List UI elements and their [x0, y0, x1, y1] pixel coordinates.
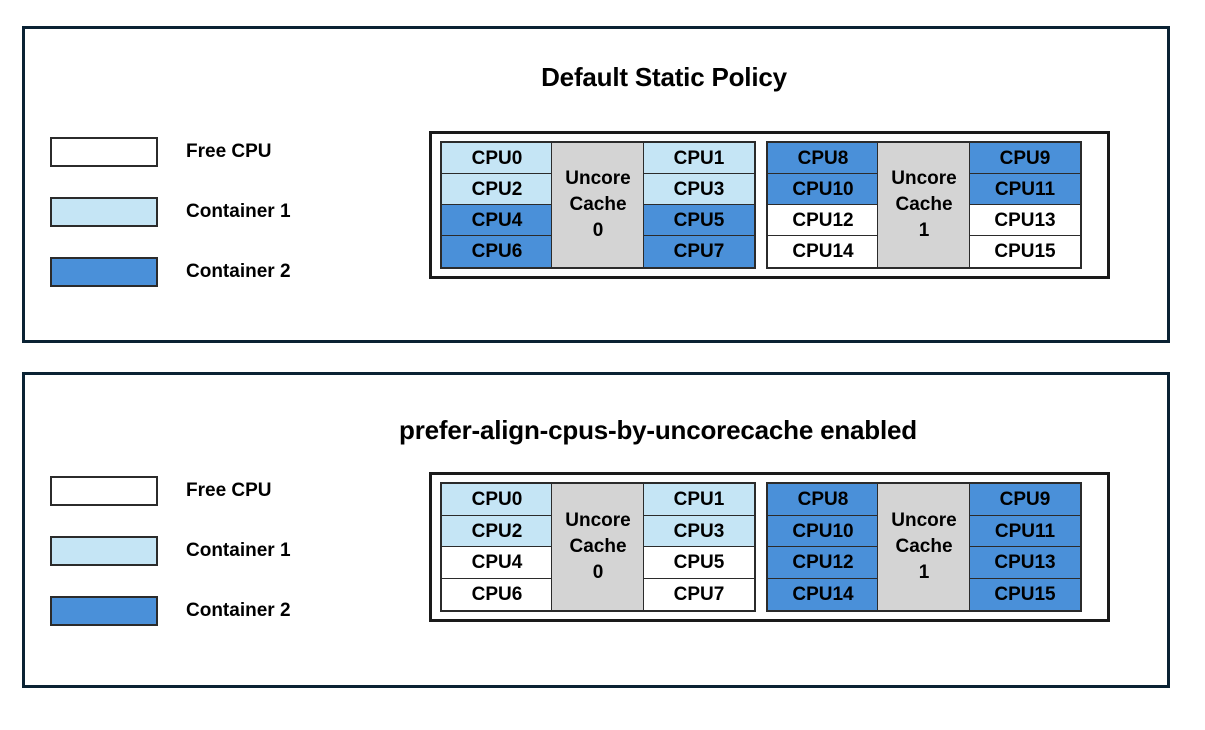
cpu-cell: CPU4 — [441, 546, 553, 580]
cpu-cell: CPU6 — [441, 235, 553, 268]
uncore-cache-group-0-top: CPU0 CPU2 CPU4 CPU6 Uncore Cache 0 CPU1 … — [440, 141, 756, 269]
cpu-cell: CPU3 — [643, 514, 755, 548]
legend-item-container-1: Container 1 — [50, 182, 291, 242]
uncore-cache-group-1-bottom: CPU8 CPU10 CPU12 CPU14 Uncore Cache 1 CP… — [766, 482, 1082, 612]
legend-swatch-container-1 — [50, 536, 158, 566]
legend-swatch-container-1 — [50, 197, 158, 227]
legend-top: Free CPU Container 1 Container 2 — [50, 122, 291, 302]
legend-item-free-cpu: Free CPU — [50, 122, 291, 182]
cpu-cell: CPU5 — [643, 546, 755, 580]
cpu-cell: CPU0 — [441, 142, 553, 175]
uncore-cache-label-line1: Uncore — [891, 167, 957, 189]
legend-label-container-1: Container 1 — [186, 540, 291, 561]
legend-swatch-free-cpu — [50, 476, 158, 506]
legend-item-container-1: Container 1 — [50, 521, 291, 581]
cpu-cell: CPU12 — [767, 546, 879, 580]
uncore-cache-group-1-top: CPU8 CPU10 CPU12 CPU14 Uncore Cache 1 CP… — [766, 141, 1082, 269]
page-title-top: Default Static Policy — [541, 62, 787, 92]
legend-label-free-cpu: Free CPU — [186, 480, 272, 501]
cpu-cell: CPU15 — [969, 577, 1081, 611]
legend-swatch-container-2 — [50, 596, 158, 626]
legend-swatch-container-2 — [50, 257, 158, 287]
legend-label-free-cpu: Free CPU — [186, 141, 272, 162]
uncore-cache-label-line2: Cache — [895, 193, 953, 215]
cpu-column-right: CPU9 CPU11 CPU13 CPU15 — [969, 142, 1081, 268]
cpu-cell: CPU15 — [969, 235, 1081, 268]
cpu-cell: CPU2 — [441, 514, 553, 548]
cpu-cell: CPU13 — [969, 546, 1081, 580]
cpu-cell: CPU12 — [767, 204, 879, 237]
cpu-cell: CPU7 — [643, 235, 755, 268]
cpu-column-left: CPU0 CPU2 CPU4 CPU6 — [441, 142, 553, 268]
uncore-cache-label-line1: Uncore — [565, 167, 631, 189]
cpu-cell: CPU0 — [441, 483, 553, 517]
legend-bottom: Free CPU Container 1 Container 2 — [50, 461, 291, 641]
cpu-topology-diagram-top: CPU0 CPU2 CPU4 CPU6 Uncore Cache 0 CPU1 … — [429, 131, 1110, 279]
legend-item-free-cpu: Free CPU — [50, 461, 291, 521]
uncore-cache-cell: Uncore Cache 0 — [551, 142, 645, 268]
cpu-cell: CPU2 — [441, 173, 553, 206]
legend-label-container-1: Container 1 — [186, 201, 291, 222]
uncore-cache-cell: Uncore Cache 1 — [877, 142, 971, 268]
uncore-cache-label-line1: Uncore — [565, 509, 631, 531]
cpu-cell: CPU14 — [767, 577, 879, 611]
cpu-cell: CPU13 — [969, 204, 1081, 237]
uncore-cache-group-0-bottom: CPU0 CPU2 CPU4 CPU6 Uncore Cache 0 CPU1 … — [440, 482, 756, 612]
cpu-column-left: CPU8 CPU10 CPU12 CPU14 — [767, 483, 879, 611]
cpu-cell: CPU11 — [969, 173, 1081, 206]
cpu-cell: CPU5 — [643, 204, 755, 237]
cpu-cell: CPU7 — [643, 577, 755, 611]
uncore-cache-cell: Uncore Cache 1 — [877, 483, 971, 611]
cpu-cell: CPU10 — [767, 173, 879, 206]
uncore-cache-index: 1 — [918, 220, 930, 242]
legend-swatch-free-cpu — [50, 137, 158, 167]
cpu-cell: CPU8 — [767, 483, 879, 517]
uncore-cache-index: 1 — [918, 562, 930, 584]
cpu-column-right: CPU9 CPU11 CPU13 CPU15 — [969, 483, 1081, 611]
cpu-cell: CPU8 — [767, 142, 879, 175]
cpu-column-left: CPU0 CPU2 CPU4 CPU6 — [441, 483, 553, 611]
uncore-cache-label-line2: Cache — [569, 535, 627, 557]
cpu-cell: CPU1 — [643, 142, 755, 175]
cpu-cell: CPU1 — [643, 483, 755, 517]
legend-label-container-2: Container 2 — [186, 600, 291, 621]
cpu-cell: CPU9 — [969, 483, 1081, 517]
uncore-cache-label-line1: Uncore — [891, 509, 957, 531]
uncore-cache-index: 0 — [592, 562, 604, 584]
cpu-cell: CPU4 — [441, 204, 553, 237]
uncore-cache-cell: Uncore Cache 0 — [551, 483, 645, 611]
cpu-cell: CPU9 — [969, 142, 1081, 175]
uncore-cache-label-line2: Cache — [569, 193, 627, 215]
cpu-column-right: CPU1 CPU3 CPU5 CPU7 — [643, 483, 755, 611]
legend-item-container-2: Container 2 — [50, 242, 291, 302]
uncore-cache-index: 0 — [592, 220, 604, 242]
cpu-cell: CPU14 — [767, 235, 879, 268]
cpu-cell: CPU11 — [969, 514, 1081, 548]
cpu-cell: CPU3 — [643, 173, 755, 206]
legend-label-container-2: Container 2 — [186, 261, 291, 282]
uncore-cache-label-line2: Cache — [895, 535, 953, 557]
cpu-cell: CPU6 — [441, 577, 553, 611]
cpu-column-left: CPU8 CPU10 CPU12 CPU14 — [767, 142, 879, 268]
page-title-bottom: prefer-align-cpus-by-uncorecache enabled — [399, 415, 917, 445]
cpu-column-right: CPU1 CPU3 CPU5 CPU7 — [643, 142, 755, 268]
cpu-cell: CPU10 — [767, 514, 879, 548]
cpu-topology-diagram-bottom: CPU0 CPU2 CPU4 CPU6 Uncore Cache 0 CPU1 … — [429, 472, 1110, 622]
legend-item-container-2: Container 2 — [50, 581, 291, 641]
